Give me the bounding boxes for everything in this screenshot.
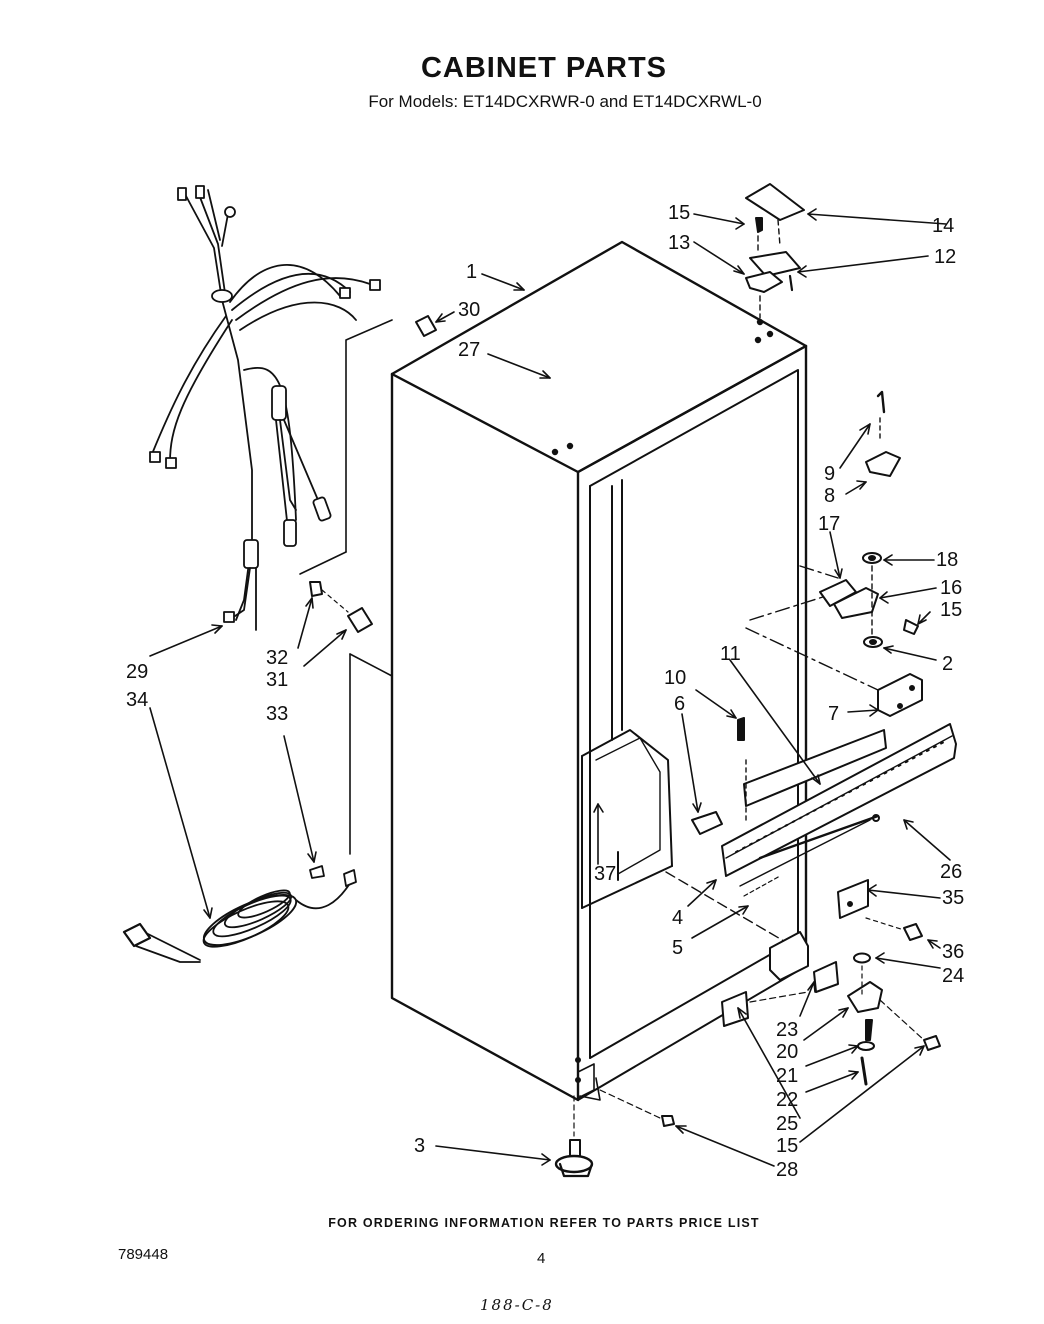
callout-1: 1 xyxy=(466,261,477,283)
callout-16: 16 xyxy=(940,577,962,599)
callout-24: 24 xyxy=(942,965,964,987)
callout-8: 8 xyxy=(824,485,835,507)
callout-15-top: 15 xyxy=(668,202,690,224)
callout-23: 23 xyxy=(776,1019,798,1041)
callout-26: 26 xyxy=(940,861,962,883)
callout-labels: 15 14 13 12 1 30 27 9 8 17 18 16 15 2 29… xyxy=(126,202,964,1181)
handwritten-note: 188-C-8 xyxy=(480,1296,554,1314)
top-hinge-assembly xyxy=(745,183,805,319)
callout-2: 2 xyxy=(942,653,953,675)
callout-11: 11 xyxy=(720,643,741,665)
power-cord xyxy=(122,865,357,963)
ordering-note: FOR ORDERING INFORMATION REFER TO PARTS … xyxy=(328,1216,760,1230)
callout-34: 34 xyxy=(126,689,148,711)
callout-12: 12 xyxy=(934,246,956,268)
callout-31: 31 xyxy=(266,669,288,691)
callout-4: 4 xyxy=(672,907,683,929)
cord-clamp xyxy=(309,315,437,633)
callout-18: 18 xyxy=(936,549,958,571)
callout-3: 3 xyxy=(414,1135,425,1157)
callout-35: 35 xyxy=(942,887,964,909)
callout-29: 29 xyxy=(126,661,148,683)
bottom-hinge-assembly xyxy=(721,931,941,1086)
callout-32: 32 xyxy=(266,647,288,669)
page-title: CABINET PARTS xyxy=(420,52,668,84)
callout-28: 28 xyxy=(776,1159,798,1181)
leveling-leg xyxy=(554,1089,675,1178)
bracket-7 xyxy=(877,673,923,717)
callout-30: 30 xyxy=(458,299,480,321)
callout-10: 10 xyxy=(664,667,686,689)
model-subtitle: For Models: ET14DCXRWR-0 and ET14DCXRWL-… xyxy=(368,92,762,111)
page-number: 4 xyxy=(537,1250,546,1267)
callout-22: 22 xyxy=(776,1089,798,1111)
toe-grille-assembly xyxy=(665,723,957,955)
callout-17: 17 xyxy=(818,513,840,535)
block-35 xyxy=(837,879,923,941)
wire-harness xyxy=(149,185,381,631)
clip-6 xyxy=(691,717,745,835)
callout-5: 5 xyxy=(672,937,683,959)
callout-9: 9 xyxy=(824,463,835,485)
cabinet-body xyxy=(299,240,808,1102)
door-stop-parts xyxy=(865,390,901,477)
callout-13: 13 xyxy=(668,232,690,254)
callout-6: 6 xyxy=(674,693,685,715)
callout-15-bottom: 15 xyxy=(776,1135,798,1157)
callout-36: 36 xyxy=(942,941,964,963)
callout-21: 21 xyxy=(776,1065,798,1087)
callout-7: 7 xyxy=(828,703,839,725)
callout-27: 27 xyxy=(458,339,480,361)
callout-20: 20 xyxy=(776,1041,798,1063)
center-hinge-assembly xyxy=(745,552,919,691)
callout-25: 25 xyxy=(776,1113,798,1135)
callout-33: 33 xyxy=(266,703,288,725)
document-number: 789448 xyxy=(118,1246,169,1263)
callout-15-center: 15 xyxy=(940,599,962,621)
callout-14: 14 xyxy=(932,215,954,237)
callout-37: 37 xyxy=(594,863,616,885)
